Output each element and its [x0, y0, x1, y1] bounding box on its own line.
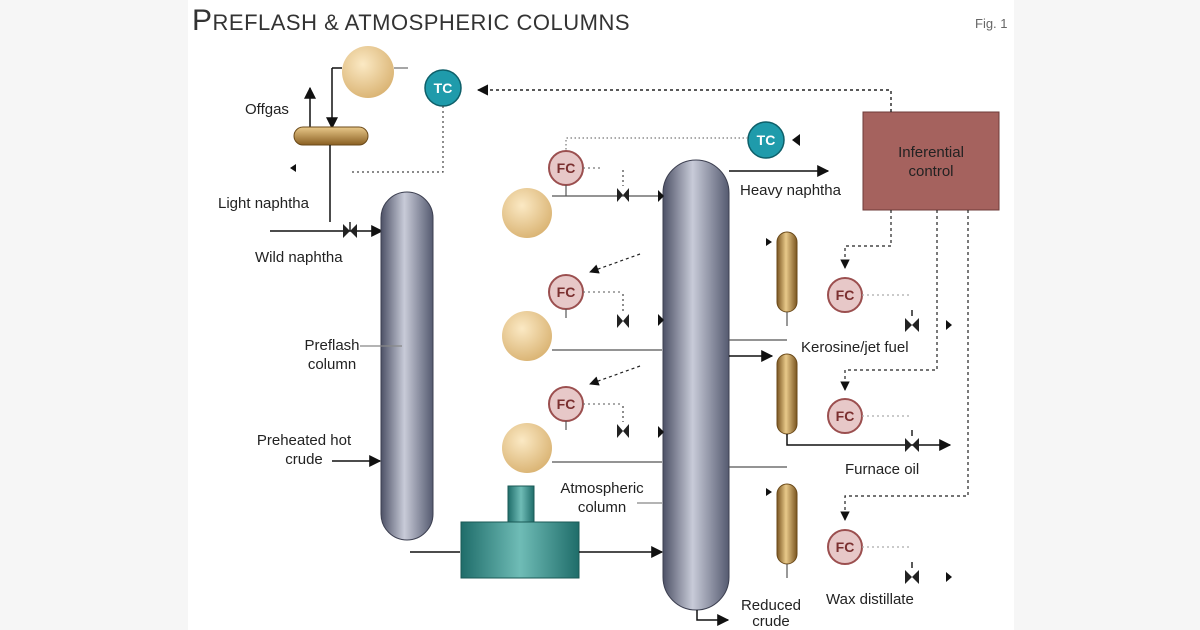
- preflash-tc-label: TC: [434, 80, 453, 96]
- label-wax-distillate: Wax distillate: [826, 591, 914, 608]
- label-preheated-line1: Preheated hot: [257, 432, 352, 449]
- atmospheric-tc-label: TC: [757, 132, 776, 148]
- inferential-to-preflash-tc: [476, 84, 892, 112]
- furnace-oil-fc-loop: [827, 210, 938, 452]
- kerosine-stripper: [766, 231, 798, 326]
- atmospheric-tc-signal: [565, 137, 748, 160]
- wild-naphtha-valve: [343, 222, 357, 238]
- pa1-fc-label: FC: [557, 160, 576, 176]
- figure-title: PREFLASH & ATMOSPHERIC COLUMNS: [192, 4, 630, 38]
- label-atmospheric-line1: Atmospheric: [560, 480, 644, 497]
- wax-fc-loop: [827, 210, 969, 584]
- figure-number: Fig. 1: [975, 16, 1008, 31]
- reduced-crude-line: [696, 610, 730, 626]
- label-preflash-line1: Preflash: [304, 337, 359, 354]
- label-inferential-line1: Inferential: [898, 144, 964, 161]
- preflash-overhead-drum: [342, 46, 408, 98]
- label-kerosine: Kerosine/jet fuel: [801, 339, 909, 356]
- label-heavy-naphtha: Heavy naphtha: [740, 182, 842, 199]
- preflash-tc-signal: [350, 106, 444, 173]
- pumparound-3: [502, 365, 664, 473]
- label-reduced-line1: Reduced: [741, 597, 801, 614]
- atmospheric-column: [662, 159, 730, 611]
- atmospheric-tc-controller: [747, 121, 785, 159]
- furnace-oil-fc-label: FC: [836, 408, 855, 424]
- label-wild-naphtha: Wild naphtha: [255, 249, 343, 266]
- furnace-oil-stripper: [729, 339, 952, 451]
- label-reduced-line2: crude: [752, 613, 790, 630]
- label-preheated-line2: crude: [285, 451, 323, 468]
- kerosine-fc-label: FC: [836, 287, 855, 303]
- label-preflash-line2: column: [308, 356, 356, 373]
- pa2-fc-label: FC: [557, 284, 576, 300]
- wax-fc-label: FC: [836, 539, 855, 555]
- label-inferential-line2: control: [908, 163, 953, 180]
- kerosine-fc-loop: [827, 210, 952, 332]
- label-offgas: Offgas: [245, 101, 289, 118]
- label-light-naphtha: Light naphtha: [218, 195, 310, 212]
- preflash-column: [380, 191, 434, 541]
- preflash-accumulator: [293, 126, 369, 146]
- inferential-control-box: [862, 111, 1000, 211]
- atmospheric-tc-arrow: [792, 134, 800, 146]
- crude-heater: [460, 485, 580, 579]
- pumparound-2: [502, 253, 664, 361]
- pa3-fc-label: FC: [557, 396, 576, 412]
- title-initial: P: [192, 4, 213, 37]
- label-atmospheric-line2: column: [578, 499, 626, 516]
- label-furnace-oil: Furnace oil: [845, 461, 919, 478]
- light-naphtha-arrow: [290, 164, 296, 172]
- title-rest: REFLASH & ATMOSPHERIC COLUMNS: [212, 10, 631, 35]
- pumparound-1: [502, 150, 664, 238]
- figure-panel: [188, 0, 1014, 630]
- wax-stripper: [729, 466, 798, 578]
